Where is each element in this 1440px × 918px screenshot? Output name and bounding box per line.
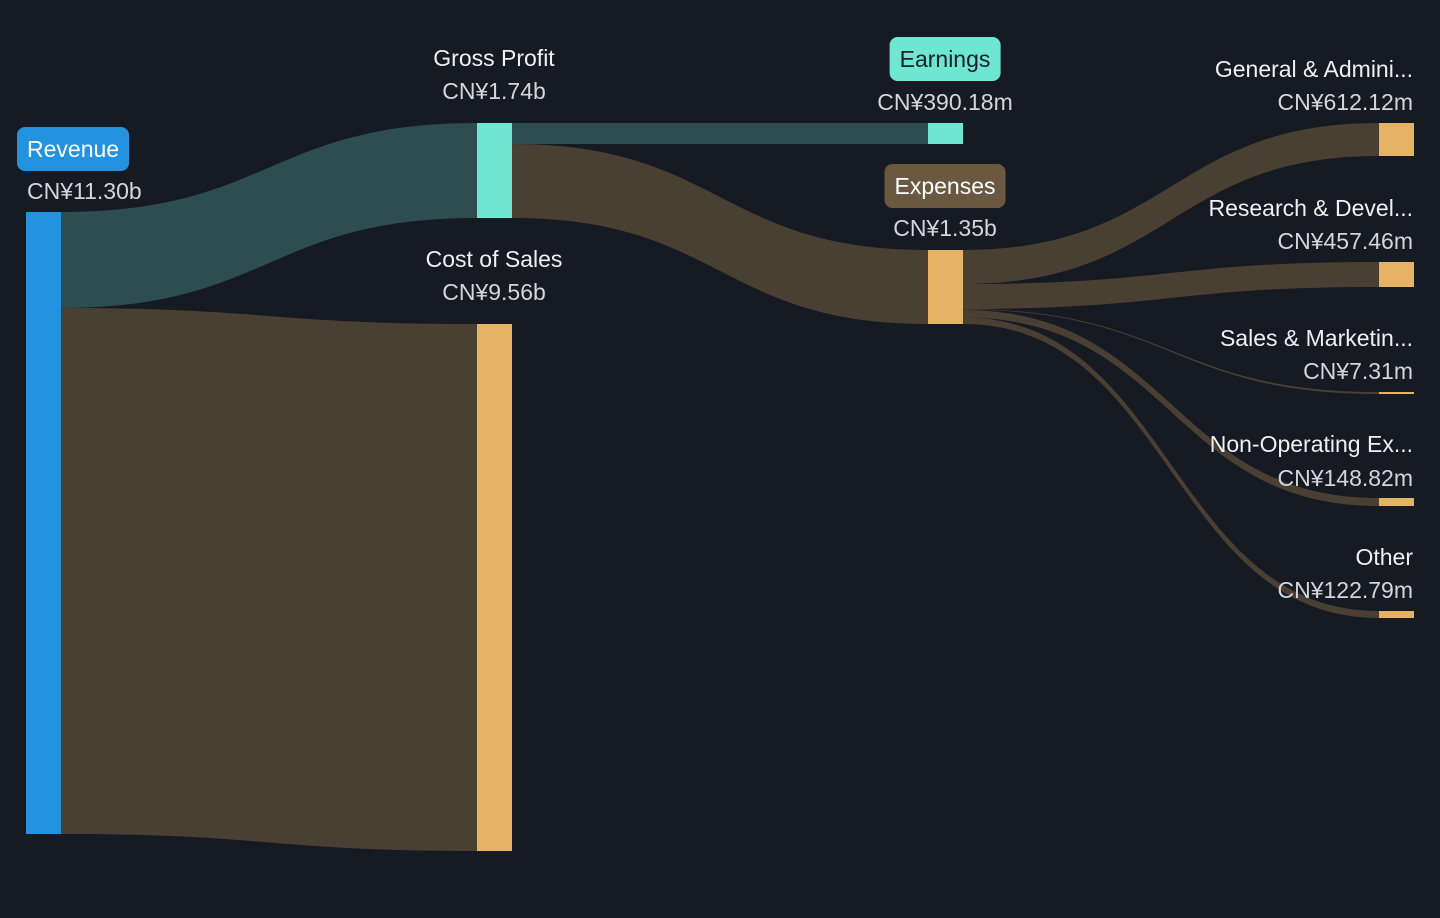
node-revenue <box>26 212 61 834</box>
link-expenses-sm <box>963 309 1379 394</box>
gross-profit-value: CN¥1.74b <box>442 78 546 104</box>
nonop-value: CN¥148.82m <box>1277 465 1413 491</box>
node-expenses <box>928 250 963 324</box>
link-revenue-gross_profit <box>61 123 477 308</box>
link-expenses-rd <box>963 262 1379 309</box>
cost-of-sales-label: Cost of Sales <box>425 246 563 272</box>
node-sm <box>1379 392 1414 394</box>
node-rd <box>1379 262 1414 287</box>
expenses-value: CN¥1.35b <box>893 215 997 241</box>
earnings-label: Earnings <box>899 46 991 72</box>
earnings-value: CN¥390.18m <box>877 89 1013 115</box>
link-gross_profit-earnings <box>512 123 928 144</box>
earnings-badge: Earnings <box>889 37 1001 81</box>
expenses-label: Expenses <box>894 173 996 199</box>
cost-of-sales-value: CN¥9.56b <box>442 279 546 305</box>
ga-value: CN¥612.12m <box>1277 89 1413 115</box>
rd-label: Research & Devel... <box>1208 195 1413 221</box>
link-expenses-other <box>963 317 1379 618</box>
ga-label: General & Admini... <box>1214 56 1413 82</box>
expenses-badge: Expenses <box>884 164 1006 208</box>
other-label: Other <box>1355 544 1413 570</box>
revenue-badge: Revenue <box>17 127 130 171</box>
revenue-value: CN¥11.30b <box>27 178 142 204</box>
link-expenses-nonop <box>963 310 1379 506</box>
node-gross_profit <box>477 123 512 218</box>
rd-value: CN¥457.46m <box>1277 228 1413 254</box>
node-cost_of_sales <box>477 324 512 851</box>
revenue-label: Revenue <box>27 136 120 162</box>
node-other <box>1379 611 1414 618</box>
node-nonop <box>1379 498 1414 506</box>
node-ga <box>1379 123 1414 156</box>
other-value: CN¥122.79m <box>1277 577 1413 603</box>
link-gross_profit-expenses <box>512 144 928 324</box>
node-earnings <box>928 123 963 144</box>
link-revenue-cost_of_sales <box>61 308 477 851</box>
nonop-label: Non-Operating Ex... <box>1209 431 1413 457</box>
gross-profit-label: Gross Profit <box>433 45 555 71</box>
sm-value: CN¥7.31m <box>1303 358 1413 384</box>
link-expenses-ga <box>963 123 1379 284</box>
sm-label: Sales & Marketin... <box>1219 325 1413 351</box>
